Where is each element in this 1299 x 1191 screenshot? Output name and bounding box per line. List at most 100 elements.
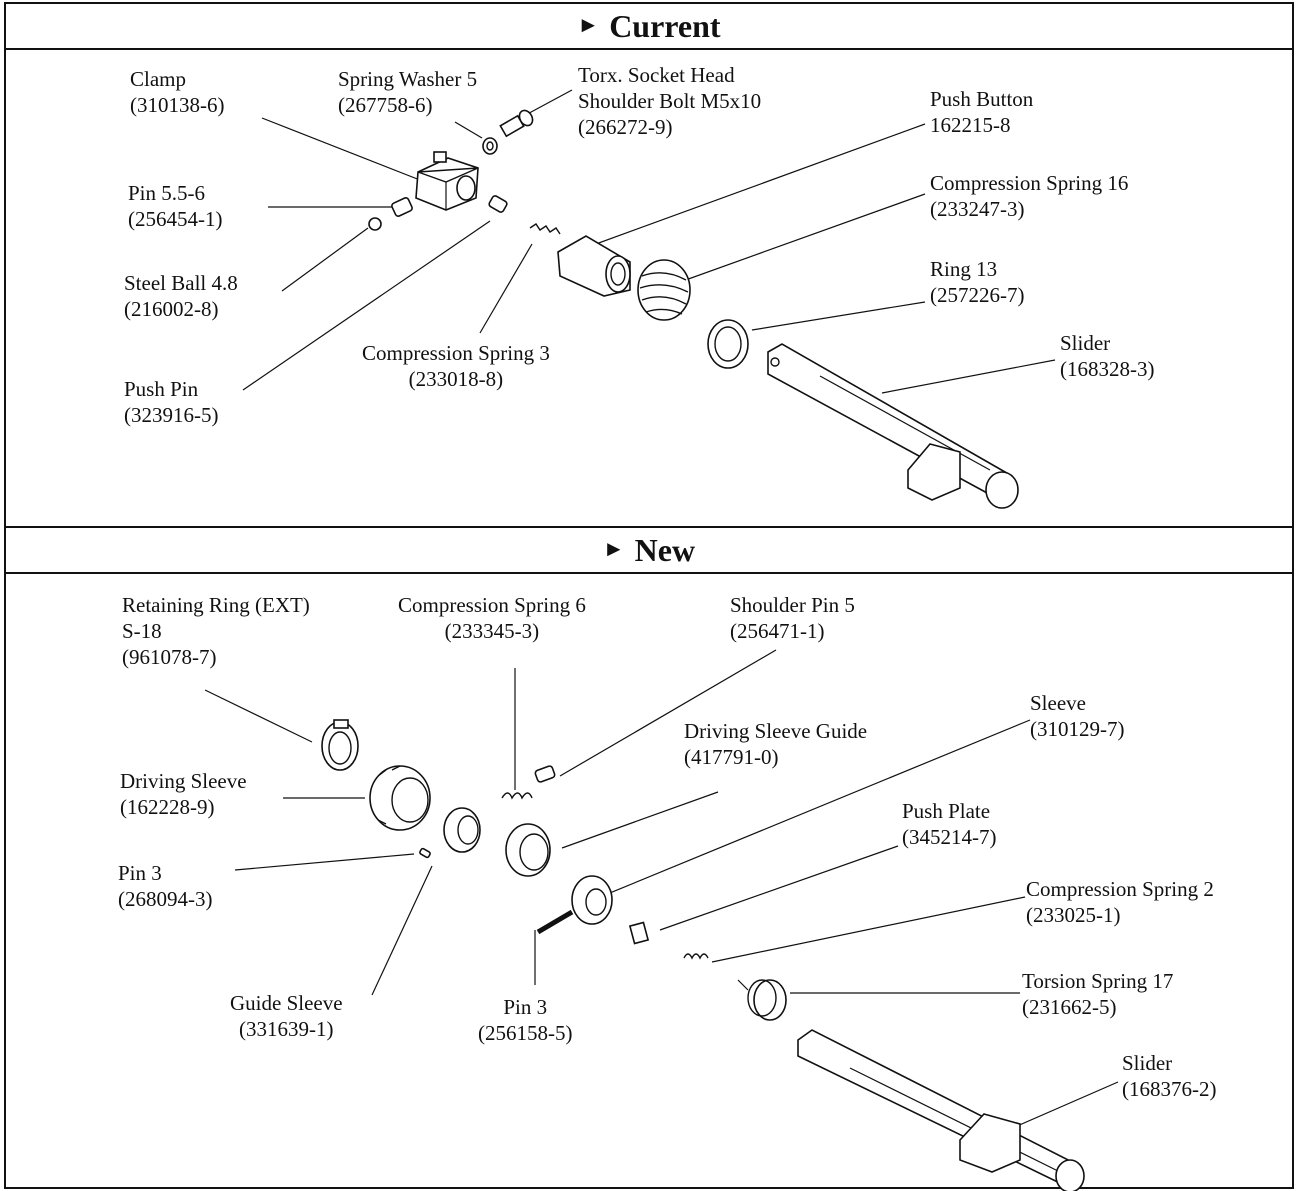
part-name: Clamp (130, 67, 186, 91)
part-name: Slider (1122, 1051, 1173, 1075)
part-name: Slider (1060, 331, 1111, 355)
part-name: Push Button (930, 87, 1034, 111)
label-retaining-ring: Retaining Ring (EXT) S-18 (961078-7) (122, 592, 310, 670)
compression-spring-2-part (683, 953, 709, 960)
label-spring-washer-5: Spring Washer 5 (267758-6) (338, 66, 477, 118)
label-ring-13: Ring 13 (257226-7) (930, 256, 1024, 308)
part-number: (233345-3) (444, 619, 540, 643)
ring-13-part (707, 319, 749, 369)
slider-part-current (767, 343, 1019, 509)
label-compression-spring-2: Compression Spring 2 (233025-1) (1026, 876, 1214, 928)
part-name: Guide Sleeve (230, 991, 343, 1015)
part-name: Sleeve (1030, 691, 1086, 715)
part-name: Push Pin (124, 377, 199, 401)
part-number: (233018-8) (408, 367, 504, 391)
current-leader-lines (242, 89, 1056, 394)
label-pin-5-5-6: Pin 5.5-6 (256454-1) (128, 180, 222, 232)
part-number: (417791-0) (684, 745, 779, 769)
compression-spring-16-part (637, 259, 691, 321)
part-number: (257226-7) (930, 283, 1025, 307)
label-driving-sleeve: Driving Sleeve (162228-9) (120, 768, 247, 820)
shoulder-bolt-part (499, 109, 534, 138)
part-name: Compression Spring 3 (362, 341, 550, 365)
diagram-frame: ► Current ► New (4, 2, 1294, 1189)
part-number: (331639-1) (239, 1017, 334, 1041)
guide-sleeve-part (443, 807, 481, 853)
label-slider-current: Slider (168328-3) (1060, 330, 1154, 382)
label-torsion-spring-17: Torsion Spring 17 (231662-5) (1022, 968, 1173, 1020)
compression-spring-3-part (529, 223, 561, 235)
part-name: Torsion Spring 17 (1022, 969, 1174, 993)
push-button-part (557, 235, 631, 297)
part-number: (216002-8) (124, 297, 219, 321)
part-name: Push Plate (902, 799, 991, 823)
part-number: (231662-5) (1022, 995, 1117, 1019)
label-slider-new: Slider (168376-2) (1122, 1050, 1216, 1102)
label-pin-3-a: Pin 3 (268094-3) (118, 860, 212, 912)
label-compression-spring-6: Compression Spring 6 (233345-3) (398, 592, 586, 644)
part-name: Driving Sleeve (120, 769, 247, 793)
part-name: Compression Spring 2 (1026, 877, 1214, 901)
label-torx-shoulder-bolt: Torx. Socket Head Shoulder Bolt M5x10 (2… (578, 62, 761, 140)
part-name-line2: S-18 (122, 619, 162, 643)
part-name: Ring 13 (930, 257, 998, 281)
part-number: (233025-1) (1026, 903, 1121, 927)
sleeve-part (571, 875, 613, 925)
label-driving-sleeve-guide: Driving Sleeve Guide (417791-0) (684, 718, 867, 770)
section-header-new: ► New (6, 526, 1292, 574)
part-number: (961078-7) (122, 645, 217, 669)
section-title-current: Current (609, 7, 721, 44)
section-header-current: ► Current (6, 4, 1292, 50)
part-number: 162215-8 (930, 113, 1011, 137)
part-name: Spring Washer 5 (338, 67, 478, 91)
part-number: (256454-1) (128, 207, 223, 231)
part-number: (168328-3) (1060, 357, 1155, 381)
part-name: Steel Ball 4.8 (124, 271, 238, 295)
part-number: (310129-7) (1030, 717, 1125, 741)
part-name-line1: Torx. Socket Head (578, 63, 735, 87)
right-triangle-icon: ► (602, 536, 625, 561)
torsion-spring-part (737, 979, 787, 1021)
part-number: (256158-5) (478, 1021, 573, 1045)
push-plate-part (628, 921, 650, 945)
steel-ball-part (368, 217, 382, 231)
label-push-button: Push Button 162215-8 (930, 86, 1033, 138)
section-title-new: New (634, 531, 696, 568)
label-pin-3-b: Pin 3 (256158-5) (478, 994, 572, 1046)
label-guide-sleeve: Guide Sleeve (331639-1) (230, 990, 343, 1042)
clamp-part (415, 151, 479, 211)
label-sleeve: Sleeve (310129-7) (1030, 690, 1124, 742)
part-name-line1: Retaining Ring (EXT) (122, 593, 310, 617)
label-shoulder-pin-5: Shoulder Pin 5 (256471-1) (730, 592, 855, 644)
part-name: Driving Sleeve Guide (684, 719, 868, 743)
pin-3a-part (419, 847, 431, 859)
label-clamp: Clamp (310138-6) (130, 66, 224, 118)
part-name: Compression Spring 6 (398, 593, 586, 617)
shoulder-pin-part (534, 765, 556, 783)
part-name: Shoulder Pin 5 (730, 593, 855, 617)
part-name-line2: Shoulder Bolt M5x10 (578, 89, 762, 113)
spring-washer-part (482, 137, 498, 155)
part-number: (162228-9) (120, 795, 215, 819)
part-name: Pin 3 (503, 995, 548, 1019)
part-number: (266272-9) (578, 115, 673, 139)
label-steel-ball-4-8: Steel Ball 4.8 (216002-8) (124, 270, 238, 322)
part-name: Pin 3 (118, 861, 162, 885)
pin-part (391, 197, 413, 217)
slider-part-new (797, 1029, 1085, 1191)
retaining-ring-part (321, 719, 359, 771)
new-leader-lines (204, 649, 1119, 1131)
part-number: (345214-7) (902, 825, 997, 849)
part-name: Pin 5.5-6 (128, 181, 206, 205)
part-number: (256471-1) (730, 619, 825, 643)
label-push-pin: Push Pin (323916-5) (124, 376, 218, 428)
part-name: Compression Spring 16 (930, 171, 1129, 195)
driving-sleeve-guide-part (505, 823, 551, 877)
driving-sleeve-part (369, 765, 431, 831)
right-triangle-icon: ► (577, 12, 600, 37)
label-push-plate: Push Plate (345214-7) (902, 798, 996, 850)
part-number: (268094-3) (118, 887, 213, 911)
part-number: (267758-6) (338, 93, 433, 117)
label-compression-spring-16: Compression Spring 16 (233247-3) (930, 170, 1128, 222)
